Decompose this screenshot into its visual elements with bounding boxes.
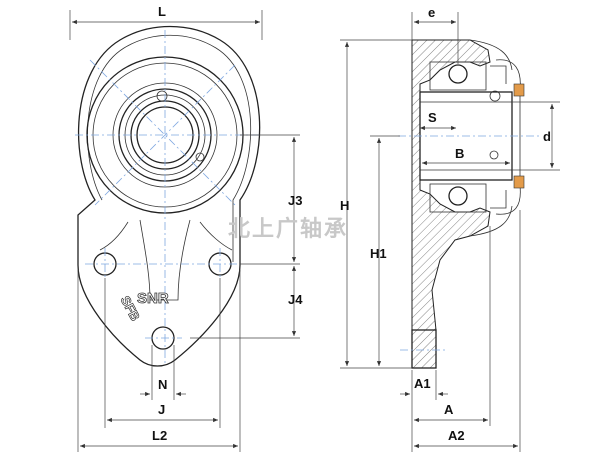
base-foot: [411, 329, 437, 369]
housing-section: [411, 39, 491, 369]
dim-A2-label: A2: [448, 428, 465, 443]
dim-J4-label: J4: [288, 292, 303, 307]
seal-shield: [495, 59, 521, 215]
dim-L-label: L: [158, 4, 166, 19]
dim-e-label: e: [428, 5, 435, 20]
seal-mark-top: [513, 83, 525, 97]
set-screw-section-icon: [489, 90, 501, 102]
dim-A-label: A: [444, 402, 454, 417]
dim-d-label: d: [543, 129, 551, 144]
dim-L2-label: L2: [152, 428, 167, 443]
dim-H1-label: H1: [370, 246, 387, 261]
flange-inner-outline: [87, 34, 252, 262]
set-screw-icon: [195, 152, 205, 162]
dim-A1-label: A1: [414, 376, 431, 391]
watermark: 北上广轴承: [228, 216, 348, 242]
oil-hole-icon: [489, 150, 499, 160]
dim-B-label: B: [455, 146, 464, 161]
dim-H-label: H: [340, 198, 349, 213]
seal-inner: [490, 65, 507, 209]
dim-J3-label: J3: [288, 193, 302, 208]
diagonal-centerline-b: [94, 64, 236, 206]
dim-J-label: J: [158, 402, 165, 417]
flange-outline: [77, 25, 261, 367]
diagonal-centerline-a: [89, 59, 236, 206]
flange-rib: [139, 219, 191, 301]
outer-race-bottom: [429, 183, 487, 213]
housing-lip: [469, 39, 513, 237]
ball-top-icon: [448, 64, 468, 84]
seal-mark-bottom: [513, 175, 525, 189]
section-view: e S B d H H1 A1 A A2: [340, 5, 560, 452]
flange-rib-inner: [99, 221, 233, 251]
dim-S-label: S: [428, 110, 437, 125]
dim-N-label: N: [158, 377, 167, 392]
ball-bottom-icon: [448, 186, 468, 206]
brand-mark: SNR: [137, 290, 169, 307]
grease-fitting-icon: [156, 90, 168, 102]
